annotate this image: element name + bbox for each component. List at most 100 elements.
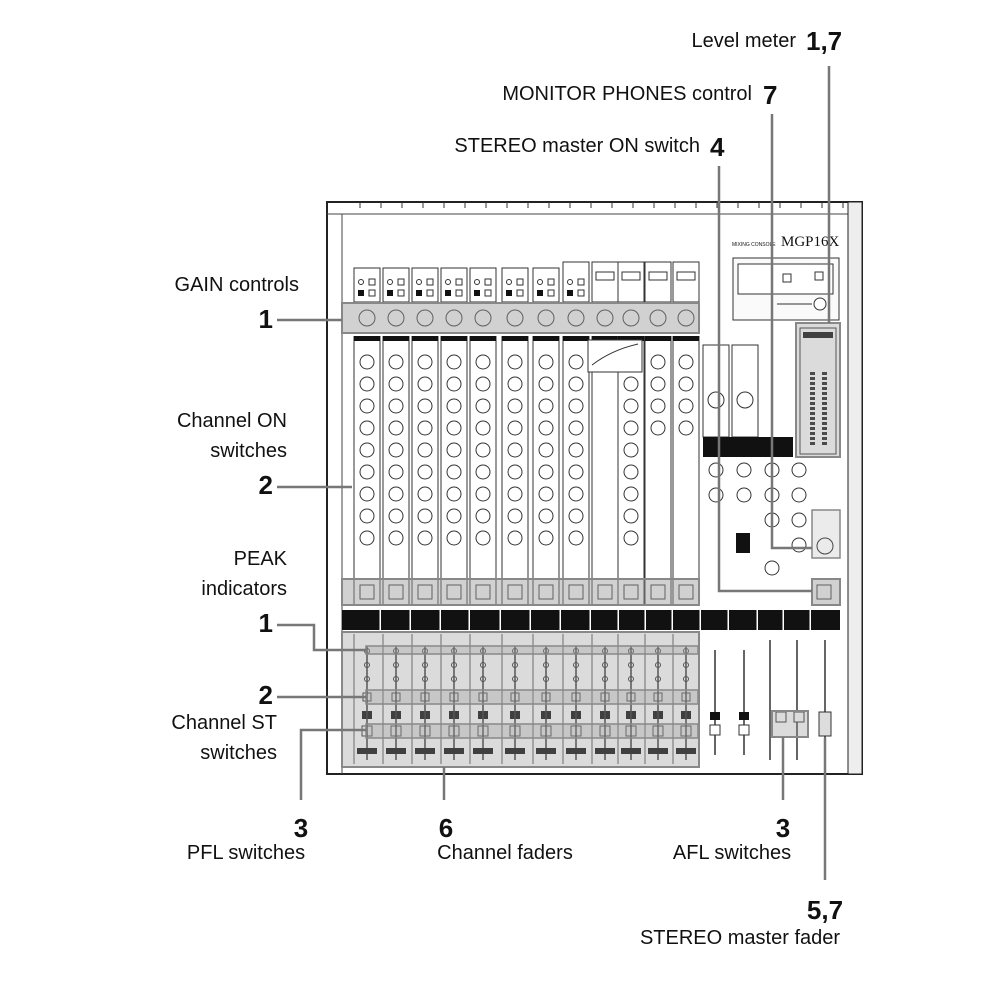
knob-icon (736, 462, 752, 478)
knob-icon (650, 354, 666, 370)
knob-icon (475, 420, 491, 436)
peak-indicator (475, 584, 491, 600)
knob-icon (446, 442, 462, 458)
knob-icon (736, 487, 752, 503)
knob-icon (417, 420, 433, 436)
knob-icon (791, 487, 807, 503)
gain-knob-icon (567, 309, 585, 327)
pfl-label: PFL switches (186, 842, 306, 864)
knob-icon (507, 530, 523, 546)
knob-icon (568, 464, 584, 480)
knob-icon (388, 530, 404, 546)
knob-icon (791, 537, 807, 553)
level-meter-number: 1,7 (806, 26, 843, 56)
afl-highlight (771, 710, 809, 738)
level-meter-highlight (795, 322, 841, 458)
group-strip (731, 344, 759, 755)
knob-icon (388, 464, 404, 480)
stereo-fader-label: STEREO master fader (639, 927, 841, 949)
knob-icon (568, 420, 584, 436)
knob-icon (507, 354, 523, 370)
knob-icon (623, 376, 639, 392)
knob-icon (538, 486, 554, 502)
knob-icon (538, 508, 554, 524)
gain-knob-icon (677, 309, 695, 327)
knob-icon (507, 508, 523, 524)
peak-indicator (678, 584, 694, 600)
knob-icon (650, 398, 666, 414)
pfl-number: 3 (293, 813, 309, 843)
knob-icon (446, 508, 462, 524)
console-model-label: MGP16X (781, 234, 840, 250)
knob-icon (623, 398, 639, 414)
knob-icon (446, 420, 462, 436)
knob-icon (736, 391, 754, 409)
channel-st-number: 2 (258, 680, 273, 710)
knob-icon (678, 420, 694, 436)
peak-label-1: PEAK (233, 548, 287, 570)
channel-st-label-2: switches (200, 742, 277, 764)
peak-indicator (446, 584, 462, 600)
knob-icon (475, 464, 491, 480)
knob-icon (417, 486, 433, 502)
knob-icon (446, 530, 462, 546)
knob-icon (388, 398, 404, 414)
afl-label: AFL switches (672, 842, 792, 864)
knob-icon (446, 354, 462, 370)
channel-on-label-1: Channel ON (176, 410, 287, 432)
knob-icon (359, 354, 375, 370)
knob-icon (650, 376, 666, 392)
knob-icon (359, 464, 375, 480)
channel-strip (562, 261, 590, 764)
knob-icon (388, 376, 404, 392)
stereo-on-label: STEREO master ON switch (454, 135, 700, 157)
knob-icon (507, 486, 523, 502)
knob-icon (568, 486, 584, 502)
knob-icon (417, 508, 433, 524)
channel-strip (440, 267, 468, 764)
knob-icon (707, 391, 725, 409)
knob-icon (388, 442, 404, 458)
knob-icon (538, 464, 554, 480)
channel-strip (353, 267, 381, 764)
channel-strip (382, 267, 410, 764)
knob-icon (538, 376, 554, 392)
knob-icon (475, 354, 491, 370)
knob-icon (359, 530, 375, 546)
gain-knob-icon (445, 309, 463, 327)
level-meter (799, 327, 837, 455)
peak-indicator (507, 584, 523, 600)
channel-strip (644, 261, 672, 764)
knob-icon (507, 464, 523, 480)
knob-icon (417, 354, 433, 370)
peak-indicator (417, 584, 433, 600)
knob-icon (708, 462, 724, 478)
gain-label: GAIN controls (174, 274, 299, 296)
gain-knob-icon (506, 309, 524, 327)
knob-icon (475, 442, 491, 458)
knob-icon (623, 530, 639, 546)
console-type-label: MIXING CONSOLE (732, 242, 776, 248)
knob-icon (791, 512, 807, 528)
peak-indicator (538, 584, 554, 600)
afl-number: 3 (775, 813, 791, 843)
channel-strip (501, 267, 529, 764)
channel-strip (532, 267, 560, 764)
knob-icon (568, 354, 584, 370)
knob-icon (417, 398, 433, 414)
knob-icon (417, 442, 433, 458)
stereo-fader-number: 5,7 (806, 895, 844, 925)
knob-icon (507, 420, 523, 436)
channel-strip (672, 261, 700, 764)
phones-knob-icon (816, 537, 834, 555)
gain-knob-icon (649, 309, 667, 327)
knob-icon (475, 530, 491, 546)
gain-knob-icon (387, 309, 405, 327)
knob-icon (507, 376, 523, 392)
knob-icon (538, 420, 554, 436)
knob-icon (359, 442, 375, 458)
knob-icon (475, 376, 491, 392)
knob-icon (359, 398, 375, 414)
pfl-highlight (365, 723, 699, 739)
stereo-on-switch (816, 584, 832, 600)
